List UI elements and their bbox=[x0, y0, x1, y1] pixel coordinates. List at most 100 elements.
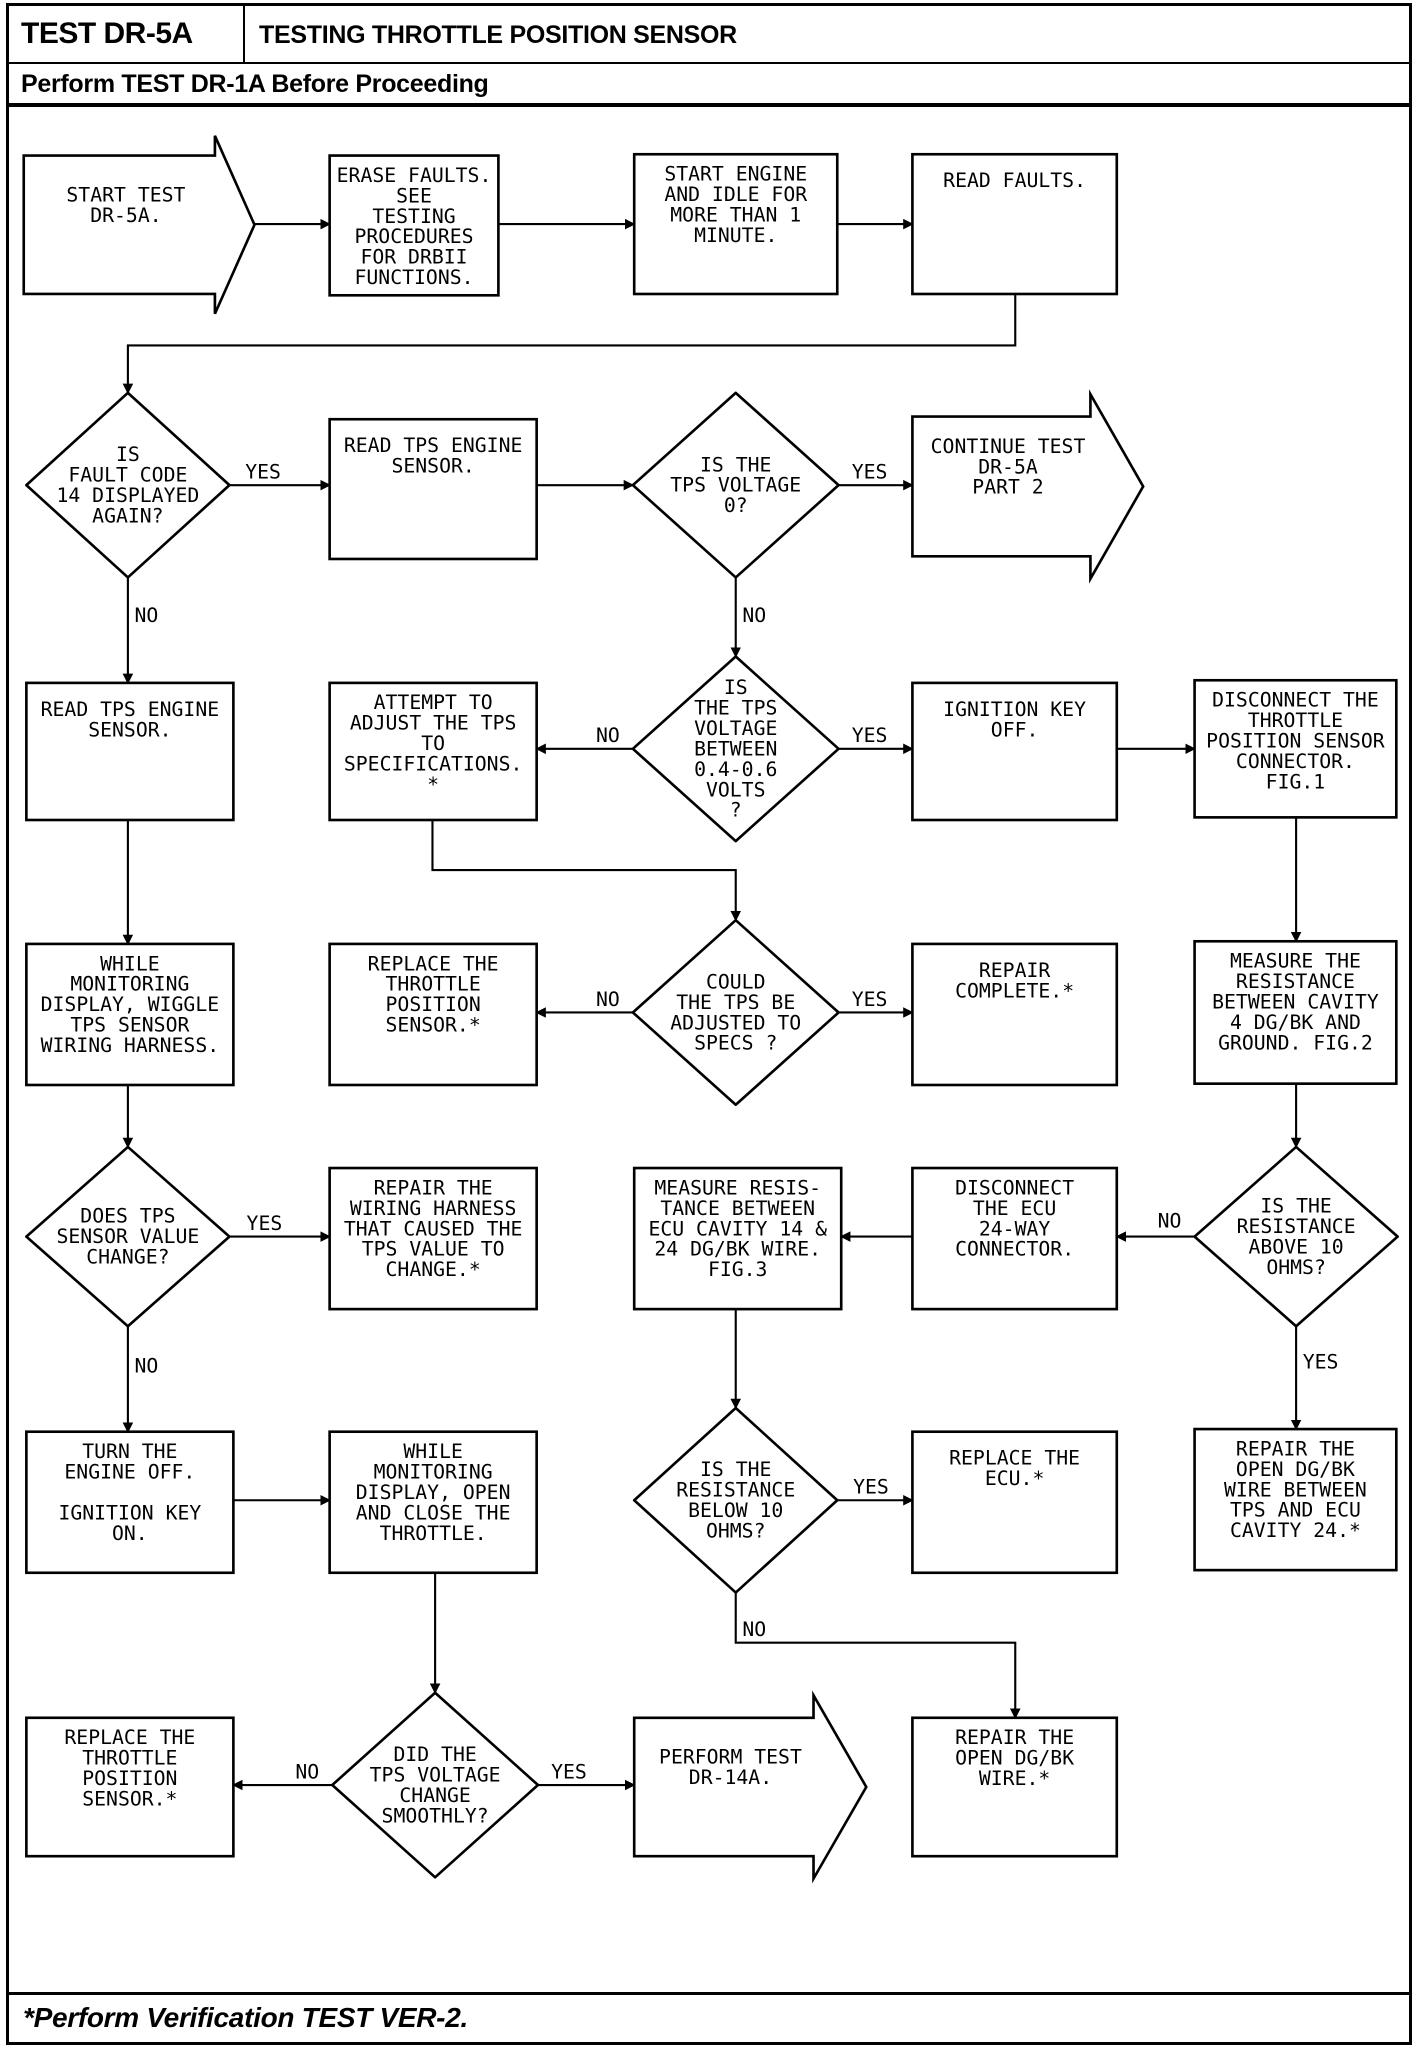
flow-node-read-faults: READ FAULTS. bbox=[911, 152, 1119, 296]
process-box bbox=[911, 1166, 1119, 1311]
node-text-line: DR-14A. bbox=[689, 1766, 772, 1789]
node-text-line: VOLTS bbox=[706, 778, 766, 801]
node-text-line: GROUND. FIG.2 bbox=[1218, 1031, 1373, 1054]
node-text-line: DISCONNECT bbox=[955, 1176, 1074, 1199]
node-text-line: THROTTLE bbox=[82, 1747, 177, 1770]
node-text-line: MORE THAN 1 bbox=[670, 203, 801, 226]
process-box bbox=[25, 681, 235, 822]
node-text-line: 24 DG/BK WIRE. bbox=[654, 1238, 821, 1261]
edge-label-no: NO bbox=[596, 988, 620, 1011]
node-text-line: 24-WAY bbox=[979, 1217, 1051, 1240]
node-text-line: 0.4-0.6 bbox=[694, 758, 777, 781]
header-title-row: TEST DR-5A TESTING THROTTLE POSITION SEN… bbox=[9, 6, 1409, 64]
node-text-line: IS bbox=[116, 443, 140, 466]
node-text-line: ? bbox=[730, 799, 742, 822]
edge-label-no: NO bbox=[134, 1354, 158, 1377]
node-text-line: POSITION bbox=[82, 1767, 177, 1790]
node-text-line: 0? bbox=[724, 494, 748, 517]
process-box bbox=[25, 1716, 235, 1858]
node-text-line: ON. bbox=[112, 1522, 148, 1545]
process-box bbox=[328, 417, 538, 561]
node-text-line: DISPLAY, OPEN bbox=[356, 1481, 511, 1504]
process-box bbox=[328, 154, 500, 297]
process-box bbox=[25, 942, 235, 1087]
node-text-line: READ FAULTS. bbox=[943, 169, 1086, 192]
node-text-line: TPS VOLTAGE bbox=[670, 474, 801, 497]
node-text-line: POSITION SENSOR bbox=[1206, 729, 1385, 752]
node-text-line: READ TPS ENGINE bbox=[344, 434, 523, 457]
connector-arrow-shape bbox=[632, 1690, 868, 1884]
node-text-line: CONNECTOR. bbox=[955, 1238, 1074, 1261]
node-text-line: CONTINUE TEST bbox=[931, 435, 1086, 458]
node-text-line: FOR DRBII bbox=[360, 246, 467, 269]
node-text-line: ATTEMPT TO bbox=[374, 691, 493, 714]
process-box bbox=[911, 681, 1119, 822]
node-text-line: SMOOTHLY? bbox=[382, 1804, 489, 1827]
node-text-line: START TEST bbox=[66, 183, 185, 206]
connector-arrow-shape bbox=[22, 135, 256, 315]
edge-label-yes: YES bbox=[853, 1476, 889, 1499]
node-text-line: ADJUSTED TO bbox=[670, 1011, 801, 1034]
node-text-line: DOES TPS bbox=[80, 1205, 175, 1228]
node-text-line: SPECIFICATIONS. bbox=[344, 753, 523, 776]
node-text-line: WIRING HARNESS bbox=[350, 1197, 517, 1220]
node-text-line: REPAIR THE bbox=[955, 1726, 1074, 1749]
node-text-line: OPEN DG/BK bbox=[1236, 1458, 1355, 1481]
decision-diamond bbox=[631, 918, 840, 1107]
node-text-line: OHMS? bbox=[706, 1520, 766, 1543]
node-text-line: REPAIR bbox=[979, 959, 1051, 982]
node-text-line: REPLACE THE bbox=[368, 952, 499, 975]
node-text-line: TESTING bbox=[372, 205, 455, 228]
edge-label-no: NO bbox=[596, 724, 620, 747]
decision-diamond bbox=[1193, 1145, 1399, 1328]
node-text-line: PERFORM TEST bbox=[659, 1746, 802, 1769]
node-text-line: BETWEEN CAVITY bbox=[1212, 991, 1379, 1014]
node-text-line: 4 DG/BK AND bbox=[1230, 1011, 1361, 1034]
process-box bbox=[1193, 678, 1398, 819]
node-text-line: AND IDLE FOR bbox=[664, 183, 807, 206]
process-box bbox=[911, 1430, 1119, 1575]
edge-label-yes: YES bbox=[852, 988, 888, 1011]
connector-arrow-shape bbox=[911, 389, 1145, 584]
decision-diamond bbox=[330, 1691, 540, 1879]
node-text-line: TPS AND ECU bbox=[1230, 1499, 1361, 1522]
node-text-line: REPLACE THE bbox=[64, 1726, 195, 1749]
test-frame: TEST DR-5A TESTING THROTTLE POSITION SEN… bbox=[6, 3, 1412, 2045]
edge-label-yes: YES bbox=[551, 1760, 587, 1783]
process-box bbox=[328, 942, 538, 1087]
node-text-line: TPS VALUE TO bbox=[362, 1238, 505, 1261]
node-text-line: TURN THE bbox=[82, 1440, 177, 1463]
decision-diamond bbox=[25, 391, 231, 579]
node-text-line: VOLTAGE bbox=[694, 717, 777, 740]
process-box bbox=[632, 152, 839, 296]
node-text-line: OPEN DG/BK bbox=[955, 1747, 1074, 1770]
process-box bbox=[632, 1166, 843, 1311]
process-box bbox=[1193, 1427, 1398, 1572]
node-text-line: THE TPS bbox=[694, 697, 777, 720]
node-text-line: BELOW 10 bbox=[688, 1499, 783, 1522]
verification-footnote: *Perform Verification TEST VER-2. bbox=[9, 1992, 1409, 2042]
test-id: TEST DR-5A bbox=[9, 6, 245, 62]
prerequisite-note: Perform TEST DR-1A Before Proceeding bbox=[9, 64, 1409, 107]
process-box bbox=[1193, 939, 1398, 1085]
node-text-line: THROTTLE bbox=[386, 973, 481, 996]
node-text-line: START ENGINE bbox=[664, 163, 807, 186]
node-text-line: REPAIR THE bbox=[374, 1176, 493, 1199]
node-text-line: WHILE bbox=[403, 1440, 463, 1463]
node-text-line: DR-5A bbox=[978, 455, 1038, 478]
edge-label-yes: YES bbox=[852, 724, 888, 747]
